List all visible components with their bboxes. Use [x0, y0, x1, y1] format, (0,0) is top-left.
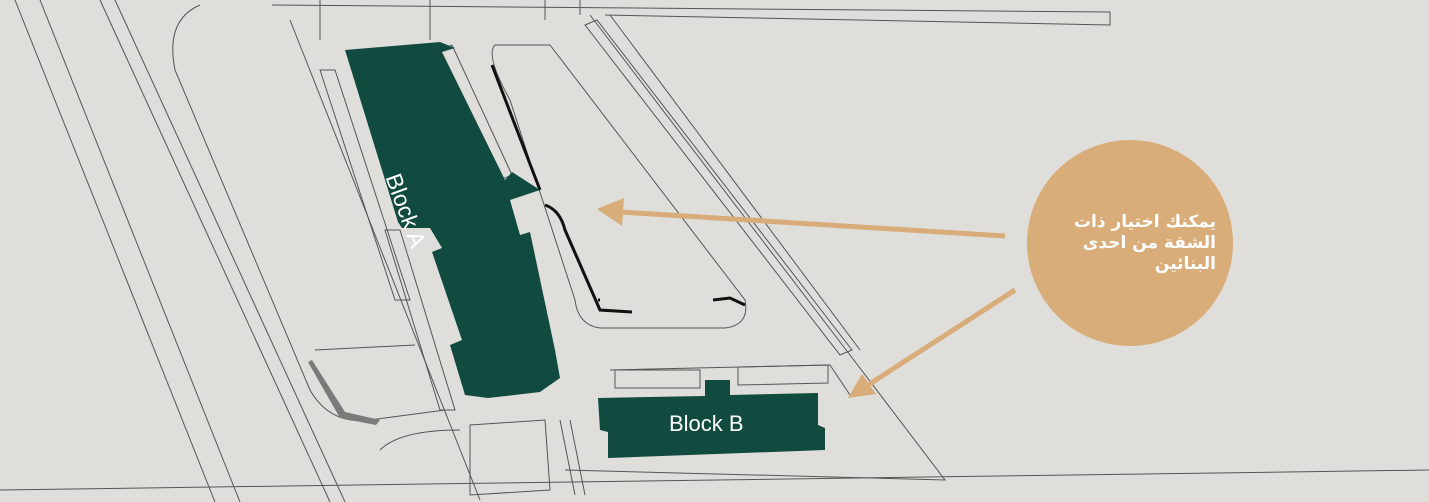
block-b-label: Block B — [669, 411, 744, 436]
callout-line: يمكنك اختيار ذات — [1073, 212, 1216, 232]
block-b-building — [598, 380, 825, 458]
arrow-to-block-b — [866, 287, 1017, 388]
callout-circle — [1027, 140, 1233, 346]
arrowhead-icon — [848, 374, 876, 398]
block-a-building — [345, 42, 560, 398]
driveway — [308, 360, 380, 425]
arrow-to-block-a — [619, 209, 1006, 239]
callout-line: البنائين — [1154, 254, 1216, 274]
plan-accents — [490, 64, 746, 314]
arrows — [597, 198, 1017, 398]
callout-line: الشقة من احدى — [1082, 233, 1216, 253]
arrowhead-icon — [597, 198, 624, 226]
callout-text: يمكنك اختيار ذات الشقة من احدى البنائين — [1036, 212, 1216, 275]
